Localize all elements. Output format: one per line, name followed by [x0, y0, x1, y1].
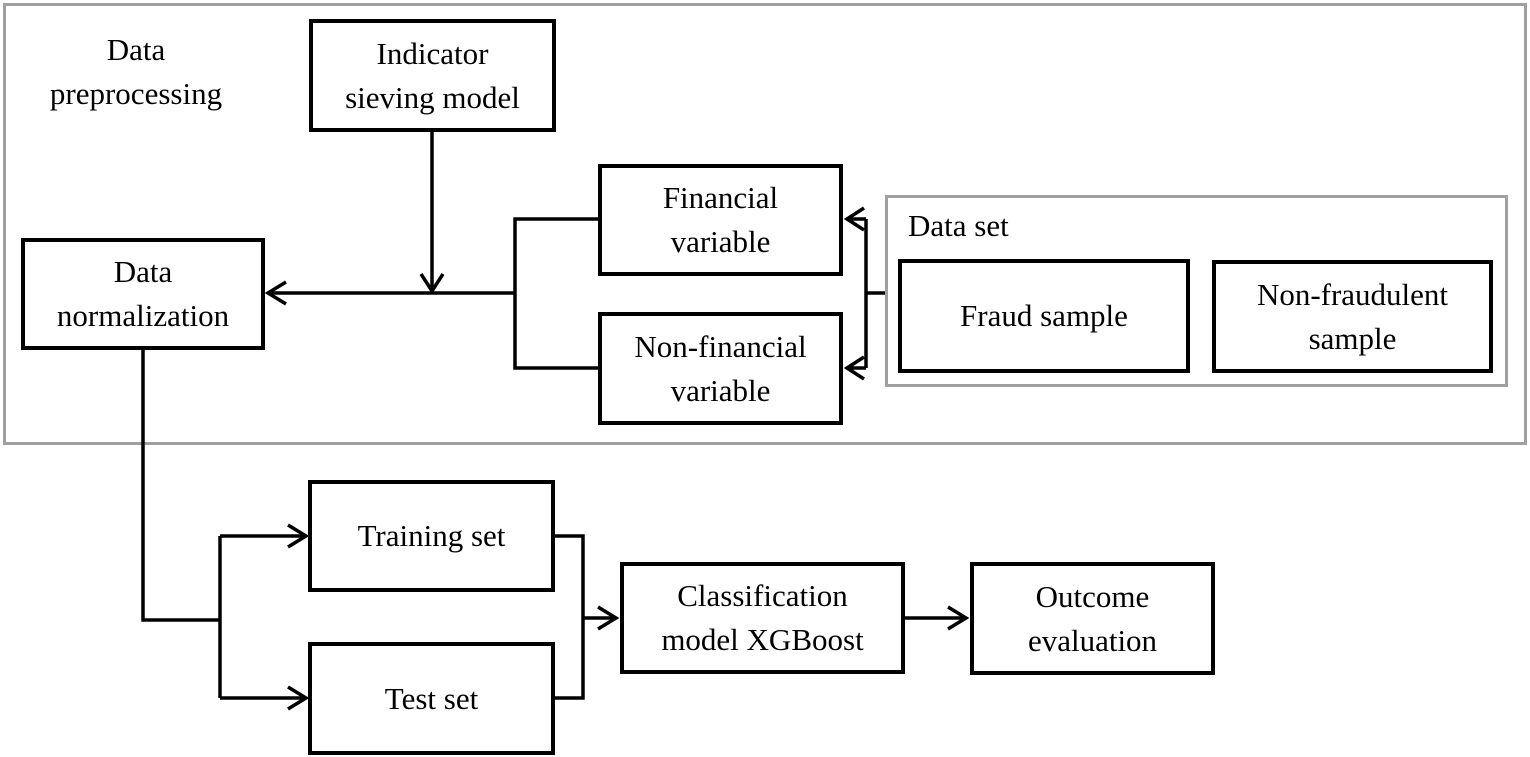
node-training-set: Training set [308, 480, 555, 592]
preprocessing-group-border [3, 3, 1527, 445]
node-outcome-evaluation: Outcome evaluation [970, 562, 1215, 675]
preprocessing-label: Data preprocessing [49, 32, 223, 111]
node-financial-variable: Financial variable [598, 164, 843, 276]
arrowhead-right-classification [597, 605, 620, 631]
bracket-merge-right [555, 534, 585, 700]
node-non-fraudulent-sample: Non-fraudulent sample [1212, 260, 1493, 373]
node-classification-model: Classification model XGBoost [620, 562, 905, 674]
node-data-normalization: Data normalization [21, 238, 265, 350]
arrowhead-right-outcome [947, 605, 970, 631]
dataset-group-label: Data set [908, 208, 1009, 243]
node-indicator-sieving-model: Indicator sieving model [309, 19, 556, 132]
node-non-financial-variable: Non-financial variable [598, 312, 843, 425]
node-test-set: Test set [308, 642, 555, 755]
dataset-group-border [885, 195, 1508, 387]
node-fraud-sample: Fraud sample [898, 259, 1190, 373]
arrowhead-right-test [287, 685, 310, 711]
arrowhead-right-training [287, 523, 310, 549]
